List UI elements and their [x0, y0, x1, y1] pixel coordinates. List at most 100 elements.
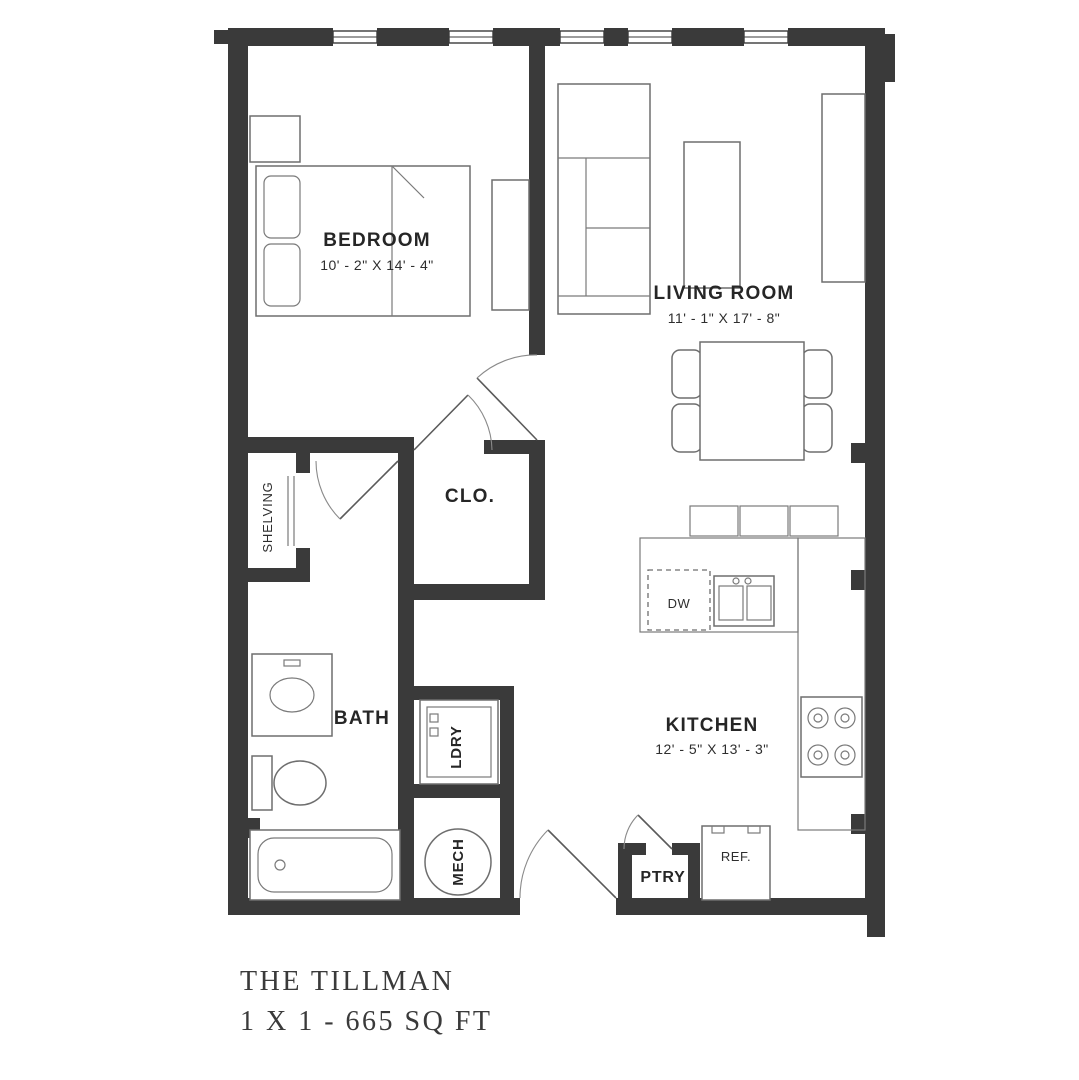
bath-sink: [269, 677, 315, 713]
walls: [214, 28, 895, 937]
wall-segment: [529, 440, 545, 600]
faucet: [732, 577, 740, 585]
wall-segment: [296, 548, 310, 568]
burner: [807, 744, 829, 766]
mech-circle: [424, 828, 492, 896]
wall-segment: [484, 440, 529, 454]
wall-segment: [688, 843, 700, 915]
kitchen-fixtures: [639, 505, 866, 901]
bath-label: BATH: [334, 708, 390, 729]
doors: [315, 354, 673, 899]
burner-center: [840, 713, 850, 723]
windows: [332, 30, 789, 44]
bath-door: [315, 460, 399, 520]
dining-chair: [801, 349, 833, 399]
refrigerator-handle: [747, 825, 761, 834]
closet-label: CLO.: [445, 486, 495, 507]
wall-segment: [788, 28, 885, 46]
bedroom-dims: 10' - 2" X 14' - 4": [320, 257, 434, 273]
burner-center: [813, 750, 823, 760]
bath-faucet: [283, 659, 301, 667]
upper-cabinet: [739, 505, 789, 537]
burner-center: [840, 750, 850, 760]
living-room-dims: 11' - 1" X 17' - 8": [668, 310, 780, 326]
bedroom-label: BEDROOM: [323, 230, 431, 251]
bath-fixtures: [249, 476, 499, 901]
pillow: [263, 175, 301, 239]
wall-segment: [618, 843, 632, 915]
window: [627, 30, 673, 44]
wall-segment: [377, 28, 449, 46]
wall-segment: [529, 46, 545, 355]
pantry-label: PTRY: [640, 869, 685, 886]
wall-segment: [493, 28, 560, 46]
wall-segment: [616, 898, 885, 915]
closet-door: [413, 394, 493, 451]
window: [448, 30, 494, 44]
dining-table: [699, 341, 805, 461]
burner: [807, 707, 829, 729]
wall-segment: [885, 34, 895, 82]
burner: [834, 707, 856, 729]
shelving-label: SHELVING: [260, 481, 275, 552]
vanity: [251, 653, 333, 737]
wall-segment: [296, 453, 310, 473]
wall-segment: [867, 915, 885, 937]
coffee-table: [683, 141, 741, 289]
toilet-bowl: [273, 760, 327, 806]
wall-segment: [398, 686, 514, 700]
dining-chair: [801, 403, 833, 453]
bedroom-door: [476, 354, 538, 441]
dresser: [491, 179, 530, 311]
wall-segment: [228, 28, 248, 915]
wall-segment: [398, 440, 414, 600]
entry-door: [519, 829, 617, 899]
pillow: [263, 243, 301, 307]
wall-segment: [851, 570, 865, 590]
burner: [834, 744, 856, 766]
dishwasher-label: DW: [668, 596, 691, 611]
labels: BEDROOM 10' - 2" X 14' - 4" LIVING ROOM …: [260, 230, 793, 886]
mech-label: MECH: [450, 838, 467, 885]
wall-segment: [500, 686, 514, 798]
plan-title-name: THE TILLMAN: [240, 966, 454, 997]
sink-basin: [746, 585, 772, 621]
refrigerator: [701, 825, 771, 901]
counter: [797, 537, 866, 831]
refrigerator-label: REF.: [721, 849, 751, 864]
wall-segment: [604, 28, 628, 46]
refrigerator-handle: [711, 825, 725, 834]
burner-center: [813, 713, 823, 723]
window: [559, 30, 605, 44]
bedroom-furniture: [249, 115, 530, 317]
wall-segment: [248, 568, 310, 582]
wall-segment: [248, 437, 414, 453]
wall-segment: [228, 28, 333, 46]
sofa: [557, 83, 651, 315]
wall-segment: [865, 28, 885, 915]
media-console: [821, 93, 866, 283]
wall-segment: [851, 814, 865, 834]
laundry-label: LDRY: [448, 725, 465, 768]
faucet: [744, 577, 752, 585]
dining-chair: [671, 349, 703, 399]
wall-segment: [672, 28, 744, 46]
wall-segment: [228, 898, 520, 915]
window: [743, 30, 789, 44]
wall-segment: [618, 843, 646, 855]
bed: [255, 165, 471, 317]
nightstand: [249, 115, 301, 163]
living-room-furniture: [557, 83, 866, 461]
upper-cabinet: [789, 505, 839, 537]
washer-inner: [426, 706, 492, 778]
bathtub-inner: [257, 837, 393, 893]
wall-segment: [398, 784, 514, 798]
kitchen-label: KITCHEN: [666, 715, 759, 736]
wall-segment: [500, 798, 514, 915]
window: [332, 30, 378, 44]
washer-knob: [429, 713, 439, 723]
pantry-door: [623, 814, 673, 850]
bed-fold-line: [391, 165, 425, 199]
plan-title: THE TILLMAN 1 X 1 - 665 SQ FT: [240, 966, 490, 1037]
